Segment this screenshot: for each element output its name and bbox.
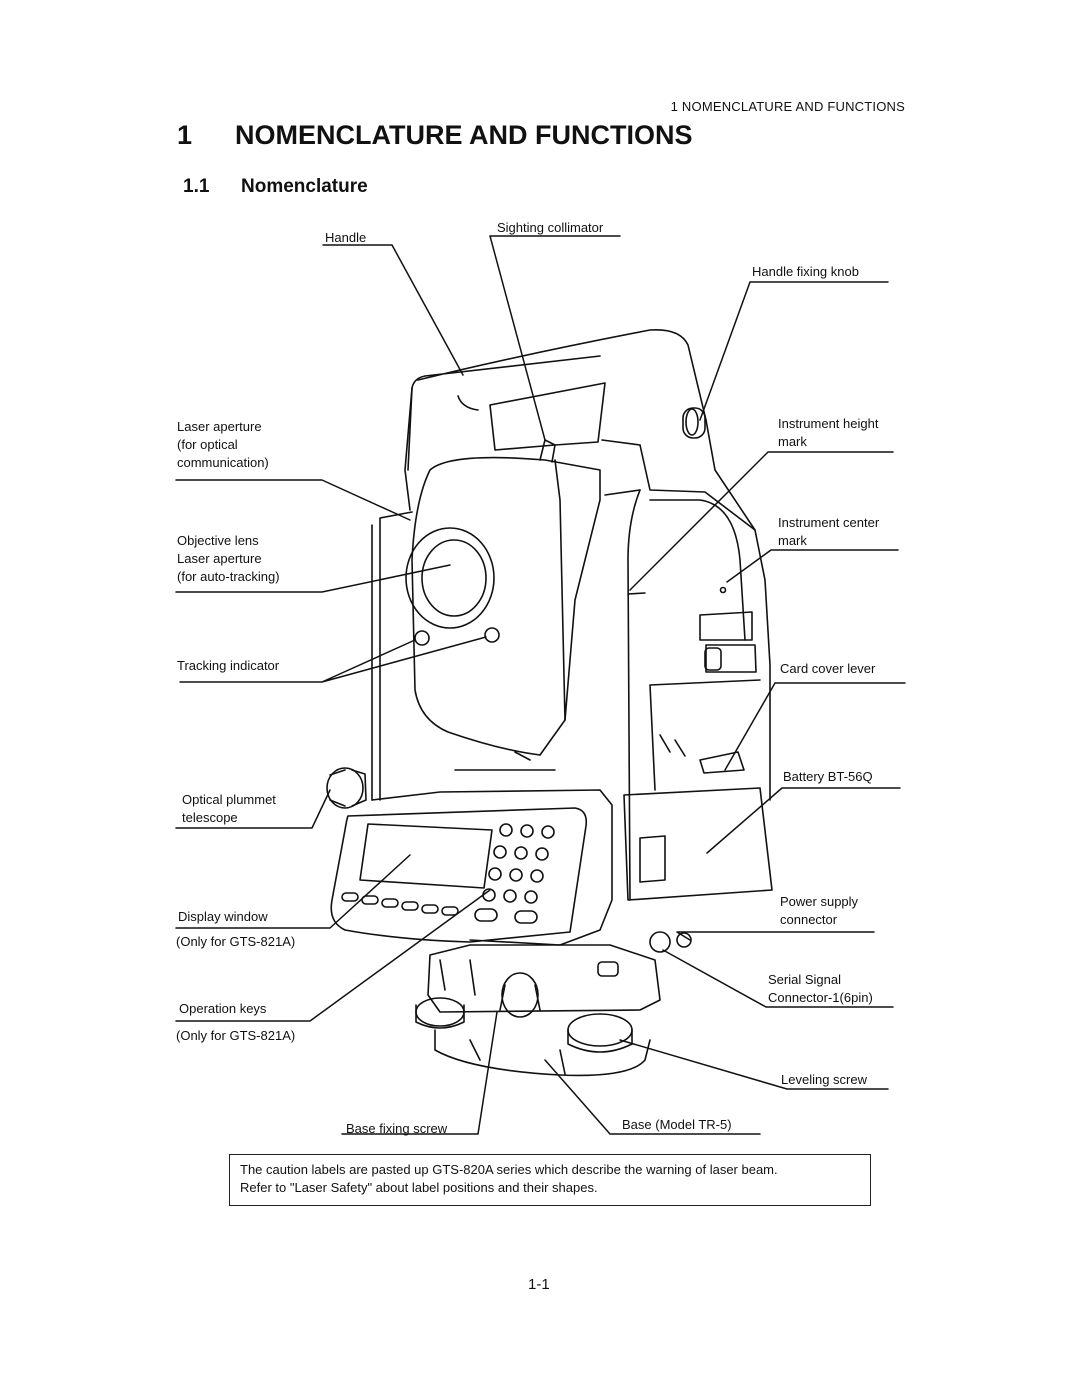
chapter-heading: 1 NOMENCLATURE AND FUNCTIONS [177,120,692,151]
label-card-cover-lever: Card cover lever [780,661,876,676]
label-operation-keys: Operation keys [179,1001,267,1016]
label-laser-aperture-line3: communication) [177,455,269,470]
label-tracking-indicator: Tracking indicator [177,658,280,673]
label-laser-aperture-line1: Laser aperture [177,419,262,434]
label-optical-plummet-line2: telescope [182,810,238,825]
section-heading: 1.1 Nomenclature [183,176,368,198]
label-display-window: Display window [178,909,268,924]
label-display-window-note: (Only for GTS-821A) [176,934,296,949]
label-leveling-screw: Leveling screw [781,1072,867,1087]
label-objective-lens: Objective lens [177,533,259,548]
label-handle-fixing-knob: Handle fixing knob [752,264,859,279]
page-number: 1-1 [528,1276,550,1293]
label-handle: Handle [325,230,367,245]
label-laser-tracking-line2: (for auto-tracking) [177,569,280,584]
label-base-model: Base (Model TR-5) [622,1117,732,1132]
section-number: 1.1 [183,176,210,197]
running-header: 1 NOMENCLATURE AND FUNCTIONS [670,99,905,114]
label-instrument-height-line1: Instrument height [778,416,879,431]
label-operation-keys-note: (Only for GTS-821A) [176,1028,296,1043]
label-serial-signal-line1: Serial Signal [768,972,841,987]
label-power-supply-line2: connector [780,912,838,927]
caution-note-line1: The caution labels are pasted up GTS-820… [240,1162,778,1177]
label-optical-plummet-line1: Optical plummet [182,792,276,807]
section-title: Nomenclature [241,176,368,197]
label-base-fixing-screw: Base fixing screw [346,1121,448,1136]
label-serial-signal-line2: Connector-1(6pin) [768,990,873,1005]
label-sighting-collimator: Sighting collimator [497,220,604,235]
chapter-title: NOMENCLATURE AND FUNCTIONS [235,120,693,150]
label-instrument-center-line2: mark [778,533,807,548]
label-instrument-height-line2: mark [778,434,807,449]
caution-note-box: The caution labels are pasted up GTS-820… [229,1154,871,1206]
label-laser-aperture-line2: (for optical [177,437,238,452]
label-instrument-center-line1: Instrument center [778,515,880,530]
label-battery: Battery BT-56Q [783,769,873,784]
label-power-supply-line1: Power supply [780,894,859,909]
chapter-number: 1 [177,120,193,150]
caution-note-line2: Refer to "Laser Safety" about label posi… [240,1180,598,1195]
label-laser-tracking-line1: Laser aperture [177,551,262,566]
